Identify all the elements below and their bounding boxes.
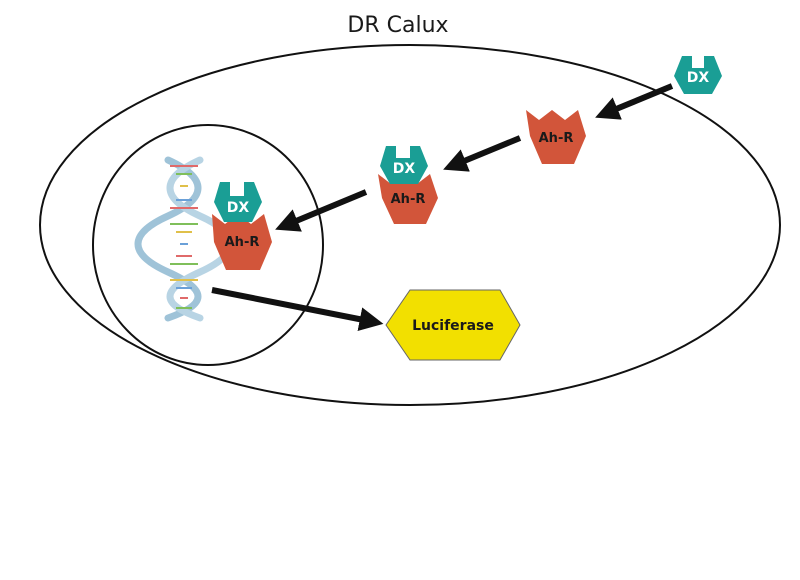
receptor-label: Ah-R: [225, 235, 260, 250]
receptor-label: Ah-R: [391, 192, 426, 207]
arrow-nuclear-entry: [275, 189, 368, 232]
ligand-label: DX: [687, 70, 710, 86]
luciferase-product: Luciferase: [385, 289, 521, 361]
ligand-shape: [674, 56, 722, 94]
dx-ahr-complex-nucleus: DX Ah-R: [212, 182, 272, 270]
ligand-label: DX: [227, 200, 250, 216]
receptor-shape: [378, 174, 438, 224]
dx-ahr-complex-cytoplasm: DX Ah-R: [378, 146, 438, 224]
receptor-shape: [526, 110, 586, 164]
product-label: Luciferase: [412, 318, 494, 334]
arrow-dx-to-ahr: [595, 83, 674, 120]
dna-helix-icon: [134, 156, 234, 322]
receptor-shape: [212, 214, 272, 270]
product-shape: [385, 289, 521, 361]
nucleus-membrane: [92, 124, 324, 366]
ligand-label: DX: [393, 161, 416, 177]
ligand-shape: [214, 182, 262, 222]
ahr-receptor-cytoplasm: Ah-R: [526, 110, 586, 164]
receptor-label: Ah-R: [539, 131, 574, 146]
diagram-title: DR Calux: [347, 13, 448, 38]
dx-ligand-free: DX: [674, 56, 722, 94]
ligand-shape: [380, 146, 428, 184]
arrow-expression: [211, 287, 384, 331]
cell-membrane: [39, 44, 781, 406]
arrow-binding: [443, 135, 522, 172]
